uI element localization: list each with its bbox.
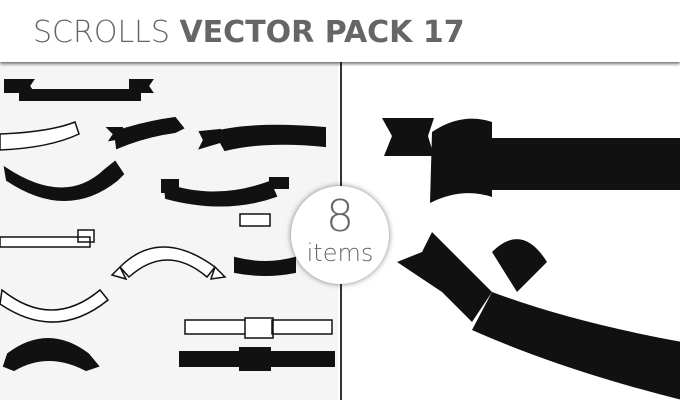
banner-arc xyxy=(3,160,125,201)
scroll-banners-illustration xyxy=(0,79,335,372)
banner-double-outline xyxy=(184,317,333,339)
banner-outline-1 xyxy=(0,121,80,151)
banner-arch xyxy=(2,338,100,372)
banner-arc-small xyxy=(161,177,289,207)
banner-curl-bottom xyxy=(492,239,547,292)
banner-detail-panel xyxy=(340,62,680,400)
banner-tail-bottom xyxy=(397,232,492,322)
banner-double-solid xyxy=(179,347,335,371)
item-count: 8 xyxy=(326,191,354,242)
banner-wave xyxy=(198,124,326,152)
banner-small xyxy=(234,256,296,276)
banner-outline-flat xyxy=(0,229,95,248)
scroll-detail-illustration xyxy=(382,118,680,400)
header: SCROLLS VECTOR PACK 17 xyxy=(0,0,680,62)
item-count-badge: 8 items xyxy=(291,186,389,284)
banner-tail-top xyxy=(382,118,434,156)
banner-body-bottom xyxy=(472,292,680,400)
item-count-label: items xyxy=(306,239,374,267)
banner-body-top xyxy=(492,138,680,190)
banner-twist xyxy=(105,116,185,150)
banner-outline-arc xyxy=(0,288,110,323)
title-light: SCROLLS xyxy=(33,15,170,50)
banner-curl-top xyxy=(430,118,492,203)
banner-flat xyxy=(4,79,154,101)
banner-outline-small xyxy=(239,213,271,227)
page-title: SCROLLS VECTOR PACK 17 xyxy=(33,15,465,50)
title-bold: VECTOR PACK 17 xyxy=(179,15,465,50)
banner-outline-arch xyxy=(110,246,227,281)
banner-collection-panel xyxy=(0,62,338,400)
